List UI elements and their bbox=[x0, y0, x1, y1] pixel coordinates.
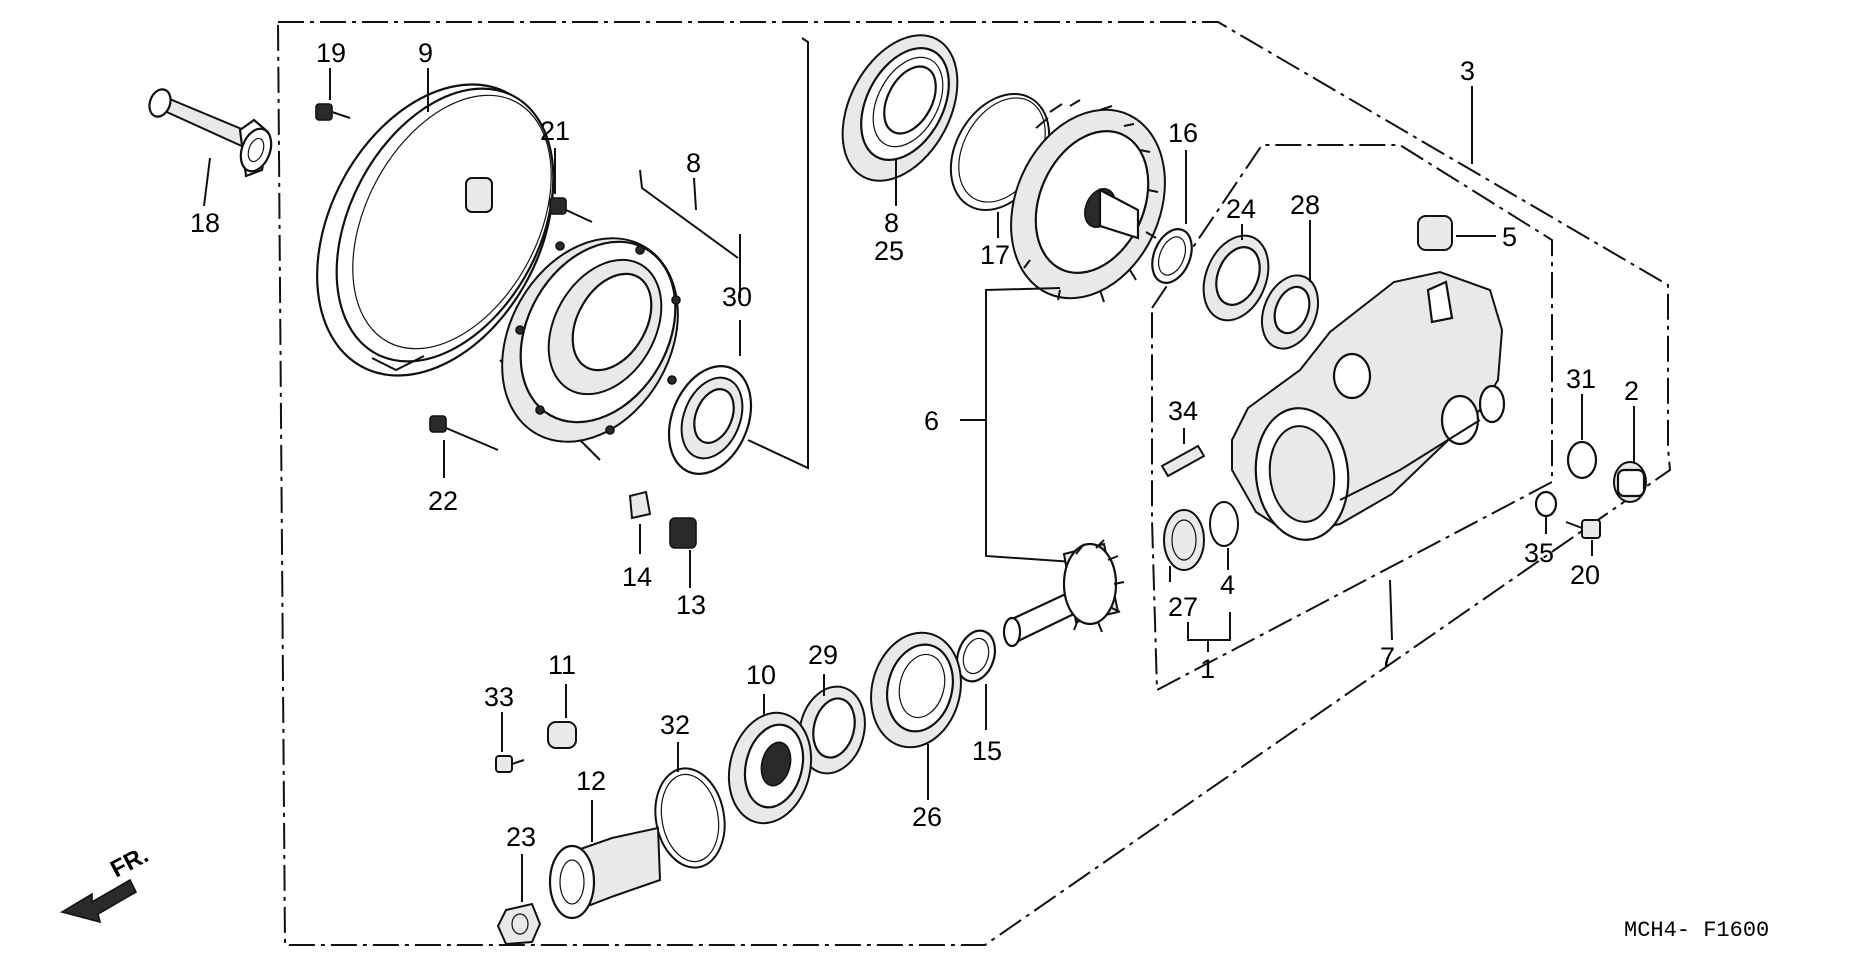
label-32: 32 bbox=[660, 710, 690, 740]
part-30-oil-seal bbox=[667, 37, 809, 475]
part-4-circlip bbox=[1209, 501, 1239, 570]
part-14-clip bbox=[628, 490, 652, 554]
drawing-code: MCH4- F1600 bbox=[1624, 918, 1769, 943]
assembly-boundary bbox=[277, 21, 1672, 946]
part-11-knob bbox=[547, 684, 577, 749]
label-13: 13 bbox=[676, 590, 706, 620]
part-5-cap bbox=[1417, 215, 1496, 251]
part-15-shim bbox=[955, 629, 997, 730]
label-22: 22 bbox=[428, 486, 458, 516]
part-8-bearing-holder bbox=[499, 169, 741, 461]
part-31-washer bbox=[1566, 394, 1598, 480]
part-16-shim bbox=[1151, 150, 1193, 284]
label-29: 29 bbox=[808, 640, 838, 670]
front-direction-arrow-icon bbox=[59, 878, 138, 924]
label-9: 9 bbox=[418, 38, 433, 68]
label-11: 11 bbox=[548, 650, 576, 680]
label-30: 30 bbox=[722, 282, 752, 312]
part-18-collar bbox=[148, 88, 273, 207]
part-2-plug bbox=[1613, 406, 1647, 503]
part-12-joint bbox=[548, 800, 662, 920]
part-6-bracket bbox=[960, 287, 1075, 563]
part-1-bracket bbox=[1187, 612, 1231, 652]
label-26: 26 bbox=[912, 802, 942, 832]
part-34-stud bbox=[1160, 428, 1206, 478]
part-24-bearing bbox=[1202, 224, 1270, 322]
part-10-splined-coupler bbox=[727, 694, 813, 825]
label-16: 16 bbox=[1168, 118, 1198, 148]
label-18: 18 bbox=[190, 208, 220, 238]
label-28: 28 bbox=[1290, 190, 1320, 220]
label-24: 24 bbox=[1226, 194, 1256, 224]
part-19-bolt bbox=[315, 68, 351, 121]
label-14: 14 bbox=[622, 562, 652, 592]
part-33-bolt bbox=[495, 712, 525, 773]
label-5: 5 bbox=[1502, 222, 1517, 252]
part-6-pinion bbox=[1002, 539, 1125, 648]
part-6-ring-gear bbox=[1010, 99, 1166, 303]
label-12: 12 bbox=[576, 766, 606, 796]
part-13-spring bbox=[669, 517, 697, 588]
label-31: 31 bbox=[1566, 364, 1596, 394]
callout-labels: 19 9 18 21 8 30 22 14 13 8 25 17 16 3 24… bbox=[106, 38, 1769, 943]
part-8-25-bearing bbox=[841, 34, 959, 206]
part-29-seal bbox=[798, 674, 866, 775]
part-20-bolt bbox=[1565, 519, 1601, 556]
label-27: 27 bbox=[1168, 592, 1198, 622]
front-marker-label: FR. bbox=[106, 841, 153, 883]
part-3-leader bbox=[1389, 86, 1473, 641]
label-4: 4 bbox=[1220, 570, 1235, 600]
label-33: 33 bbox=[484, 682, 514, 712]
label-21: 21 bbox=[540, 116, 570, 146]
label-2: 2 bbox=[1624, 376, 1639, 406]
label-20: 20 bbox=[1570, 560, 1600, 590]
part-7-gear-case bbox=[1231, 270, 1506, 541]
label-19: 19 bbox=[316, 38, 346, 68]
label-25: 25 bbox=[874, 236, 904, 266]
part-28-seal bbox=[1261, 220, 1319, 350]
label-35: 35 bbox=[1524, 538, 1554, 568]
label-8b: 8 bbox=[884, 208, 899, 238]
label-8a: 8 bbox=[686, 148, 701, 178]
label-1: 1 bbox=[1200, 654, 1215, 684]
part-9-cover-ring bbox=[316, 68, 555, 377]
label-10: 10 bbox=[746, 660, 776, 690]
label-7: 7 bbox=[1380, 642, 1395, 672]
part-21-bolt bbox=[549, 148, 593, 223]
part-27-needle-bearing bbox=[1163, 509, 1205, 582]
label-34: 34 bbox=[1168, 396, 1198, 426]
label-3: 3 bbox=[1460, 56, 1475, 86]
part-32-o-ring bbox=[654, 742, 726, 869]
label-6: 6 bbox=[924, 406, 939, 436]
part-35-washer bbox=[1534, 490, 1558, 534]
part-23-nut bbox=[496, 854, 542, 946]
part-22-bolt bbox=[429, 415, 499, 478]
part-26-bearing bbox=[870, 631, 962, 800]
label-23: 23 bbox=[506, 822, 536, 852]
label-15: 15 bbox=[972, 736, 1002, 766]
label-17: 17 bbox=[980, 240, 1010, 270]
